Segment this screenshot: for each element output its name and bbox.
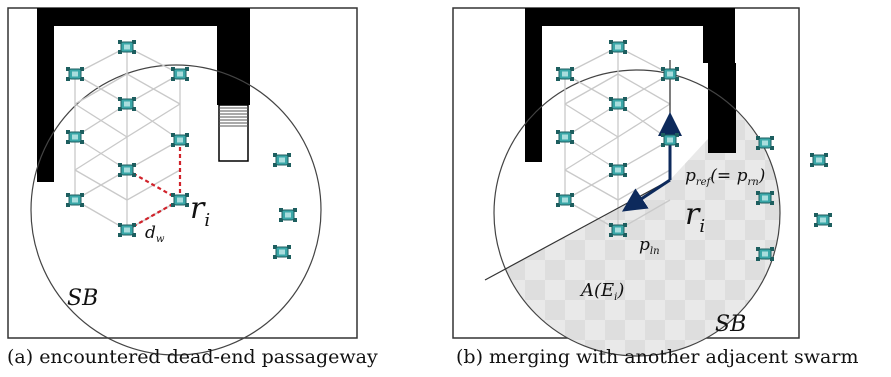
arena-frame (7, 7, 358, 339)
robot-icon (117, 39, 137, 55)
robot-icon (65, 192, 85, 208)
robot-icon (117, 162, 137, 178)
caption-b: (b) merging with another adjacent swarm (456, 346, 859, 368)
robot-icon (117, 96, 137, 112)
robot-icon (608, 222, 628, 238)
robot-icon (117, 222, 137, 238)
robot-ri-label: ri (190, 191, 210, 231)
swarm-boundary-label: SB (67, 286, 98, 311)
panel-b-svg: pref(= prn) ri pln A(Ei) SB (452, 7, 833, 357)
robot-icon (755, 246, 775, 262)
pln-label: pln (639, 235, 660, 257)
robot-icon (660, 66, 680, 82)
swarm-boundary-circle (30, 64, 322, 356)
robot-icon (755, 190, 775, 206)
robot-icon (608, 39, 628, 55)
robot-icon (809, 152, 829, 168)
robot-icon (813, 212, 833, 228)
robot-icon (170, 132, 190, 148)
robot-icon (555, 192, 575, 208)
robot-icon (272, 152, 292, 168)
robot-icon (272, 244, 292, 260)
distance-dw-label: dw (145, 223, 165, 245)
robot-icon (755, 135, 775, 151)
robot-icon (65, 66, 85, 82)
swarm-boundary-label: SB (715, 312, 746, 337)
robot-icon (555, 66, 575, 82)
robot-icon (65, 129, 85, 145)
panel-b-diagram: pref(= prn) ri pln A(Ei) SB (445, 0, 891, 377)
area-label: A(Ei) (579, 280, 624, 303)
caption-a: (a) encountered dead-end passageway (7, 346, 378, 368)
direction-arrows (621, 112, 682, 212)
robot-icon (608, 162, 628, 178)
panel-a-svg: ri dw SB (7, 7, 358, 356)
robot-icon (608, 96, 628, 112)
robot-icon (660, 132, 680, 148)
panel-a-diagram: ri dw SB (0, 0, 445, 377)
robot-icon (170, 66, 190, 82)
swarm-boundary-circle (493, 69, 781, 357)
robot-ri-label: ri (685, 197, 705, 237)
robot-icon (555, 129, 575, 145)
robot-icon (278, 207, 298, 223)
wall-structure (525, 8, 736, 162)
robot-icon (170, 192, 190, 208)
pref-label: pref(= prn) (685, 166, 765, 188)
